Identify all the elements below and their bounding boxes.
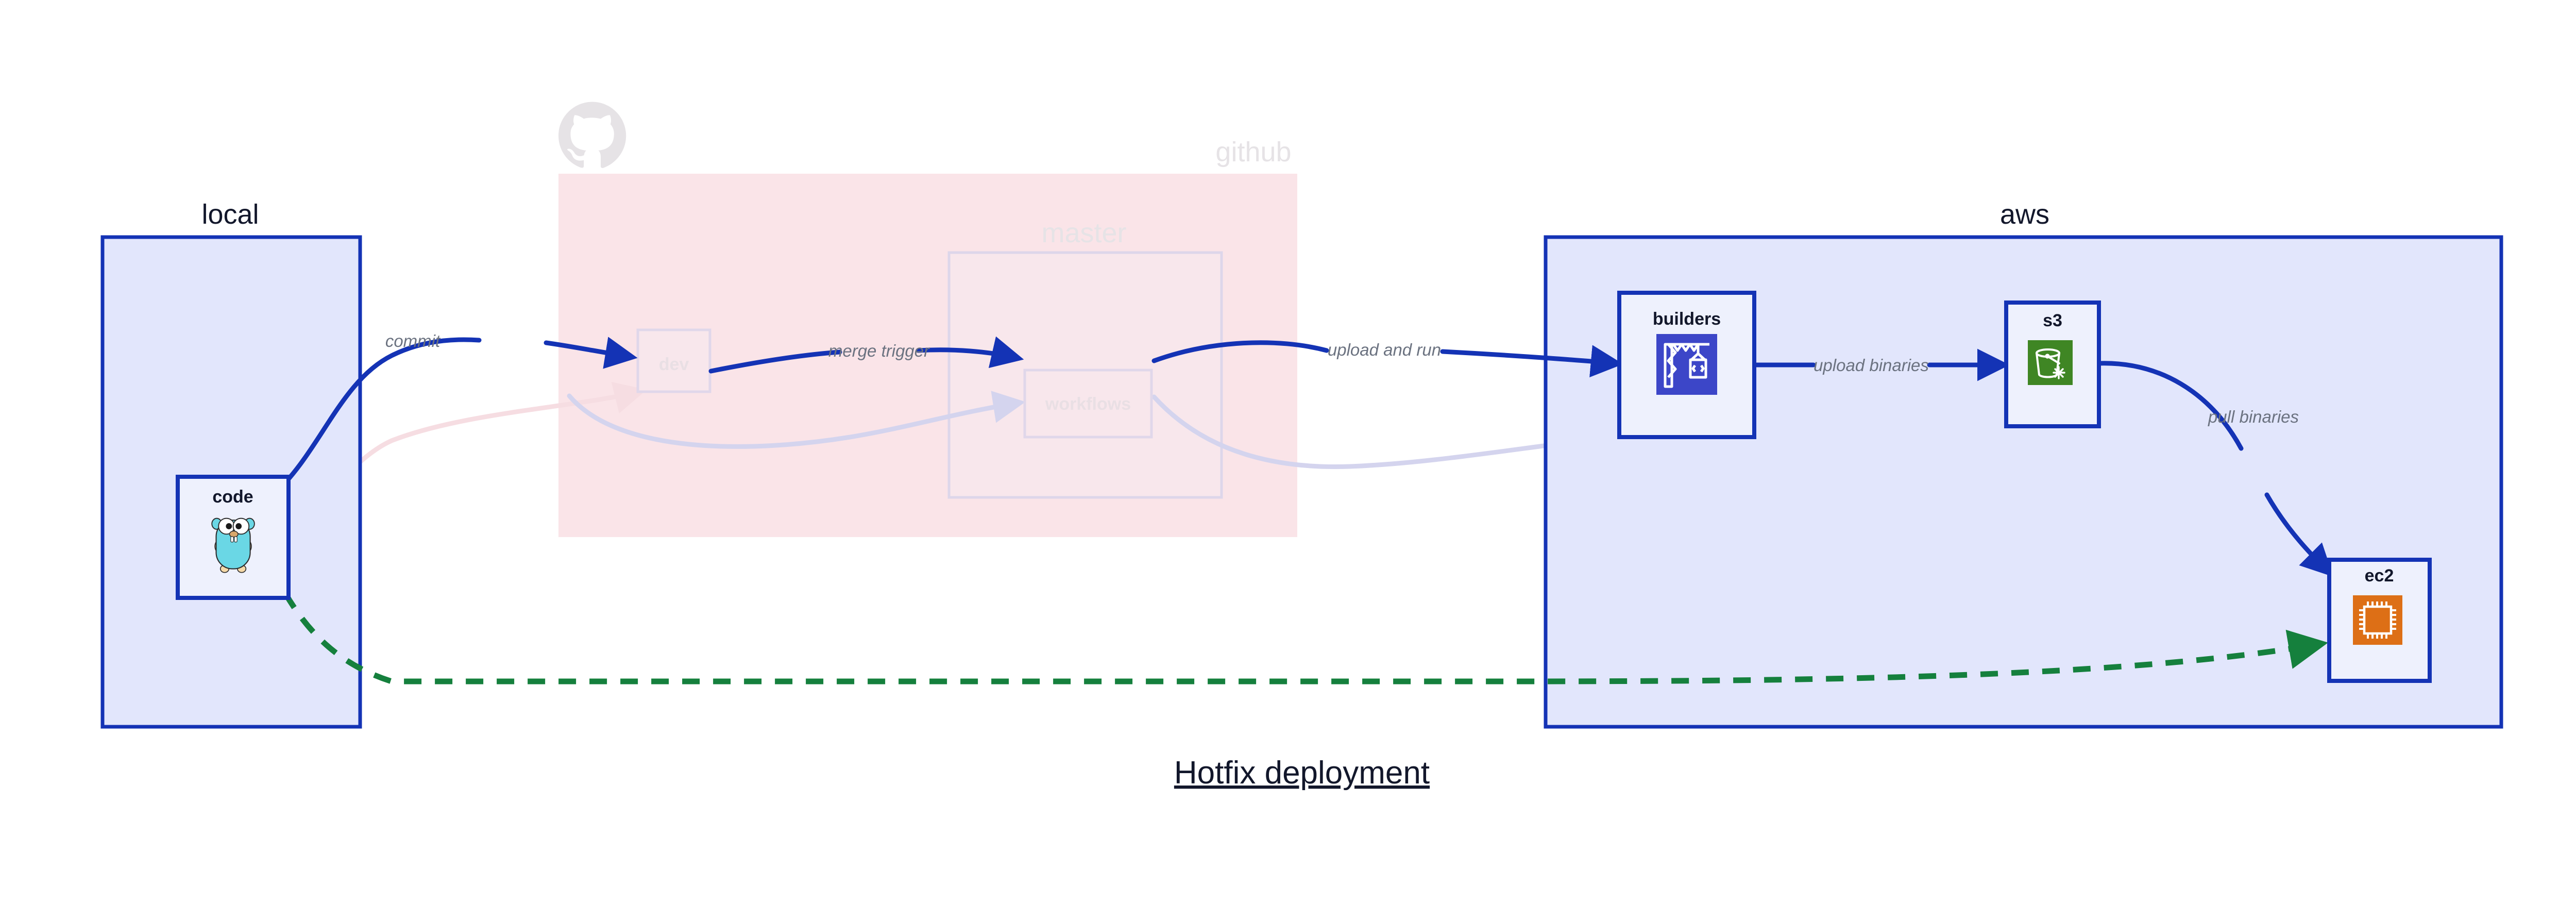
github-octocat-icon (558, 102, 626, 169)
edge-hotfix-direct (282, 591, 2328, 684)
edge-merge-trigger-segment-a (708, 349, 842, 374)
edge-upload-and-run-segment-a (1151, 340, 1329, 363)
node-label-builders: builders (1653, 309, 1721, 329)
edge-label-pull-binaries: pull binaries (2208, 407, 2299, 426)
diagram-title: Hotfix deployment (1174, 755, 1430, 791)
node-label-code: code (212, 487, 253, 507)
node-workflows[interactable]: workflows (1023, 369, 1153, 439)
node-label-dev: dev (659, 355, 689, 374)
node-dev[interactable]: dev (636, 328, 711, 393)
subgroup-label-master: master (1041, 218, 1126, 248)
node-code[interactable]: code (176, 475, 291, 600)
node-ec2[interactable]: ec2 (2327, 558, 2432, 683)
node-label-s3: s3 (2043, 311, 2062, 330)
node-box-dev[interactable] (636, 328, 711, 393)
edge-commit-segment-a (270, 337, 482, 497)
zone-label-aws: aws (2000, 199, 2049, 230)
edge-merge-trigger-segment-b (916, 336, 1024, 369)
aws-ec2-chip-icon (2353, 595, 2402, 645)
subgroup-master[interactable]: master (947, 218, 1223, 499)
node-label-workflows: workflows (1045, 394, 1131, 414)
node-builders[interactable]: builders (1617, 291, 1756, 439)
node-box-workflows[interactable] (1023, 369, 1153, 439)
aws-codebuild-icon (1656, 334, 1717, 395)
edge-pull-binaries-segment-b (2264, 492, 2334, 577)
go-gopher-icon (211, 517, 255, 573)
node-label-ec2: ec2 (2365, 566, 2394, 586)
edge-label-merge-trigger: merge trigger (828, 341, 930, 360)
edge-label-upload-and-run: upload and run (1328, 340, 1441, 359)
zone-local[interactable]: local (100, 199, 362, 729)
edge-pull-binaries-segment-a (2094, 361, 2244, 451)
zone-label-local: local (201, 199, 259, 230)
edge-upload-and-run-segment-b (1440, 345, 1623, 378)
node-s3[interactable]: s3 (2004, 300, 2101, 428)
edge-commit-segment-b (544, 337, 638, 369)
aws-s3-bucket-icon (2028, 340, 2073, 385)
edge-label-commit: commit (385, 331, 441, 350)
ghost-edge-dev-to-workflows (567, 391, 1026, 449)
zone-label-github: github (1215, 137, 1291, 168)
edge-label-upload-binaries: upload binaries (1814, 356, 1929, 375)
